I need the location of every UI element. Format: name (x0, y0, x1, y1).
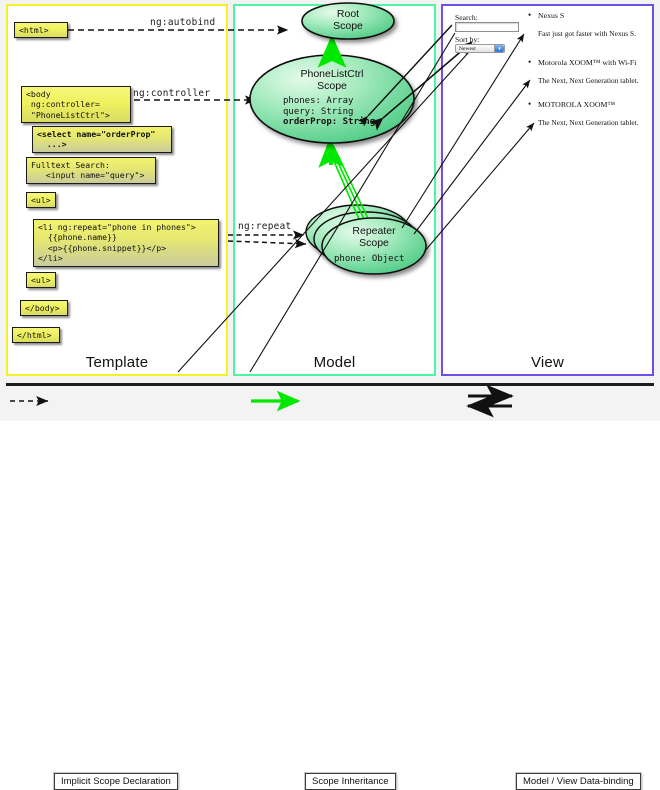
arrow-binding-select-to-template (177, 51, 470, 373)
panel-template-label: Template (85, 354, 149, 371)
bullet-icon: • (528, 57, 532, 67)
arrow-inheritance-repeater-to-controller (318, 137, 344, 168)
label-ng-repeat: ng:repeat (238, 221, 292, 232)
code-li-ngrepeat-tag[interactable]: <li ng:repeat="phone in phones"> {{phone… (33, 219, 219, 267)
phone-name: Nexus S (538, 11, 565, 20)
code-fulltext-search-input[interactable]: Fulltext Search: <input name="query"> (26, 157, 156, 184)
connector-overlay (10, 2, 535, 418)
bullet-icon: • (528, 10, 532, 20)
panel-view-label: View (530, 354, 565, 371)
phone-name: MOTOROLA XOOM™ (538, 100, 616, 109)
legend: Implicit Scope Declaration Scope Inherit… (0, 381, 660, 790)
arrow-binding-orderprop (369, 41, 473, 131)
search-label: Search: (455, 13, 478, 22)
sort-by-selected-value: Newest (459, 46, 476, 52)
legend-divider (6, 383, 654, 386)
sort-by-select[interactable]: Newest ▾ (455, 44, 505, 53)
chevron-down-icon[interactable]: ▾ (494, 45, 504, 52)
legend-data-binding: Model / View Data-binding (515, 772, 642, 790)
arrow-binding-phone-3 (423, 122, 535, 253)
arrow-ng-repeat-2 (227, 238, 307, 249)
code-html-close-tag[interactable]: </html> (12, 327, 60, 344)
phone-snippet: Fast just got faster with Nexus S. (538, 29, 636, 38)
legend-implicit-scope-declaration: Implicit Scope Declaration (53, 772, 179, 790)
phone-snippet: The Next, Next Generation tablet. (538, 118, 639, 127)
code-ul-open-tag[interactable]: <ul> (26, 192, 56, 209)
legend-scope-inheritance: Scope Inheritance (304, 772, 397, 790)
bullet-icon: • (528, 99, 532, 109)
phone-snippet: The Next, Next Generation tablet. (538, 76, 639, 85)
code-body-close-tag[interactable]: </body> (20, 300, 68, 317)
arrow-binding-phone-2 (413, 79, 531, 235)
sort-by-label: Sort by: (455, 35, 480, 44)
arrow-binding-query (357, 24, 453, 127)
root-scope-ellipse (301, 2, 395, 40)
panel-model-label: Model (313, 354, 356, 371)
label-ng-controller: ng:controller (133, 88, 211, 99)
code-html-open-tag[interactable]: <html> (14, 22, 68, 39)
repeater-scope-ellipse (321, 217, 427, 275)
arrow-binding-phone-1 (401, 33, 525, 229)
phone-name: Motorola XOOM™ with Wi-Fi (538, 58, 637, 67)
phonelistctrl-scope-ellipse (249, 54, 415, 144)
code-body-controller-tag[interactable]: <body ng:controller= "PhoneListCtrl"> (21, 86, 131, 124)
search-input[interactable] (455, 22, 519, 32)
arrow-binding-search-to-template (249, 32, 456, 373)
label-ng-autobind: ng:autobind (150, 17, 216, 28)
code-select-orderprop-tag[interactable]: <select name="orderProp" ...> (32, 126, 172, 153)
code-ul-close-tag[interactable]: <ul> (26, 272, 56, 289)
